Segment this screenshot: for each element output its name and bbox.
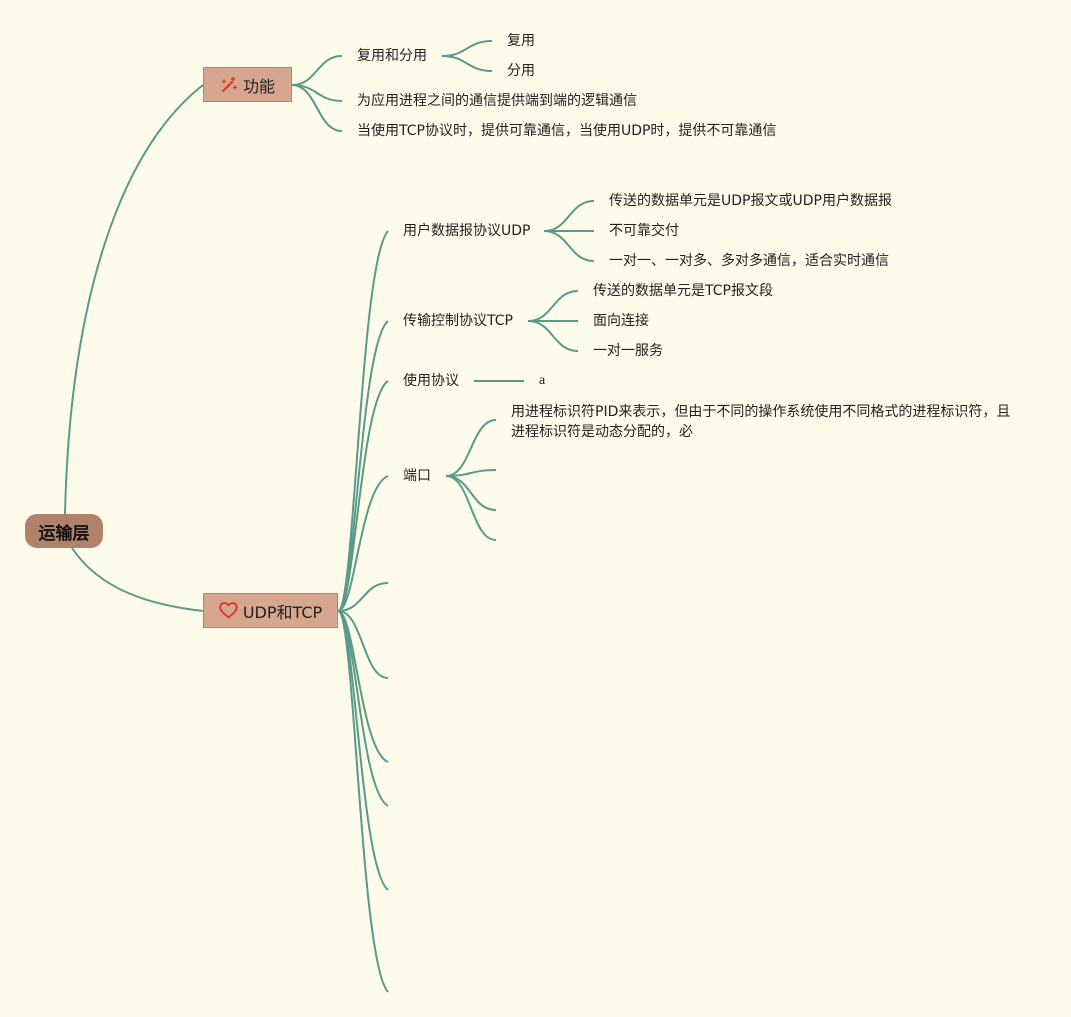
node-udp[interactable]: 用户数据报协议UDP [403,223,531,239]
branch-function-node[interactable]: 功能 [203,67,292,102]
node-tcp-connection[interactable]: 面向连接 [593,313,649,329]
node-tcp-one-to-one[interactable]: 一对一服务 [593,343,663,359]
node-mux-demux[interactable]: 分用 [507,63,535,79]
link-mux-reuse [441,40,493,57]
link-udp-multicast [543,230,595,262]
link-function-mux [291,55,343,86]
root-label: 运输层 [38,523,90,544]
branch-udp-tcp-node[interactable]: UDP和TCP [203,593,338,628]
node-port[interactable]: 端口 [403,468,431,484]
node-tcp[interactable]: 传输控制协议TCP [403,313,513,329]
root-node[interactable]: 运输层 [25,514,103,548]
link-port-empty-2 [445,475,497,511]
node-udp-multicast[interactable]: 一对一、一对多、多对多通信，适合实时通信 [609,253,889,269]
node-tcp-unit[interactable]: 传送的数据单元是TCP报文段 [593,283,773,299]
link-trunk-empty-1 [337,582,389,612]
link-mux-demux [441,55,493,72]
link-trunk-port [337,475,389,612]
link-trunk-empty-2 [337,610,389,679]
magic-wand-icon [220,76,238,94]
node-udp-unit[interactable]: 传送的数据单元是UDP报文或UDP用户数据报 [609,193,892,209]
node-udp-unreliable[interactable]: 不可靠交付 [609,223,679,239]
link-port-pid [445,419,497,477]
heart-icon [219,602,238,619]
node-protocol[interactable]: 使用协议 [403,373,459,389]
branch-udp-tcp-label: UDP和TCP [242,602,323,622]
link-tcp-unit [527,290,579,322]
link-root-function [64,84,204,515]
node-mux-reuse[interactable]: 复用 [507,33,535,49]
node-protocol-a[interactable]: a [539,373,546,388]
link-root-udp-tcp [71,547,204,612]
link-tcp-one-to-one [527,320,579,352]
node-port-pid[interactable]: 用进程标识符PID来表示，但由于不同的操作系统使用不同格式的进程标识符，且进程标… [511,404,1011,440]
link-port-empty-3 [445,475,497,541]
link-udp-unit [543,200,595,232]
branch-function-label: 功能 [242,76,275,96]
link-trunk-empty-6 [337,610,389,993]
link-trunk-protocol [337,380,389,612]
link-trunk-udp [337,230,389,612]
node-reliability[interactable]: 当使用TCP协议时，提供可靠通信，当使用UDP时，提供不可靠通信 [357,123,777,139]
link-trunk-empty-4 [337,610,389,807]
node-mux[interactable]: 复用和分用 [357,48,427,64]
node-logical-communication[interactable]: 为应用进程之间的通信提供端到端的逻辑通信 [357,93,637,109]
link-function-reliability [291,84,343,132]
